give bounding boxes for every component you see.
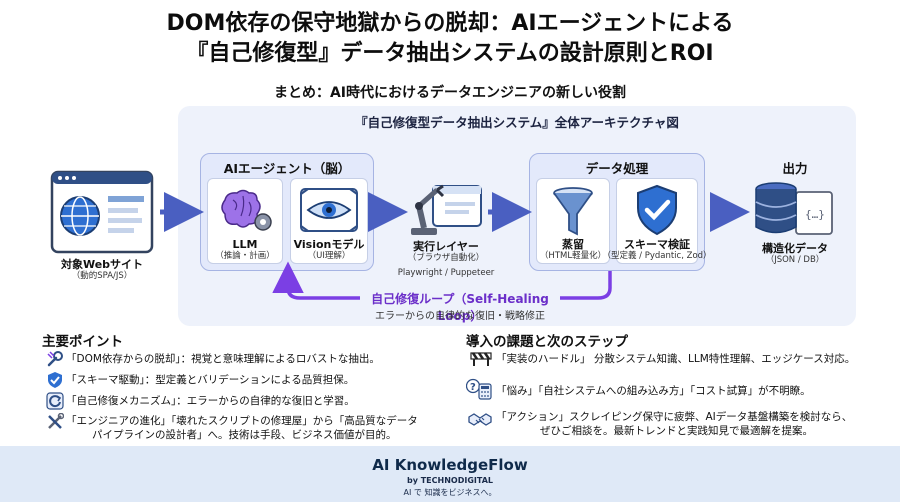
self-healing-loop-label: 自己修復ループ（Self-Healing Loop）: [360, 290, 560, 324]
distill-sub: （HTML軽量化）: [539, 251, 607, 261]
vision-sub: （UI理解）: [307, 251, 351, 261]
output-sub: （JSON / DB）: [765, 255, 825, 265]
output-label: 構造化データ: [762, 242, 828, 255]
summary-heading: まとめ：AI時代におけるデータエンジニアの新しい役割: [273, 85, 627, 101]
key-point-1: 「DOM依存からの脱却」：視覚と意味理解によるロバストな抽出。: [66, 353, 380, 365]
next-step-1: 「実装のハードル」 分散システム知識、LLM特性理解、エッジケース対応。: [496, 353, 856, 365]
architecture-title: 『自己修復型データ抽出システム』全体アーキテクチャ図: [355, 115, 679, 130]
tools-icon: [48, 413, 64, 429]
browser-globe-icon: [50, 170, 154, 254]
llm-sub: （推論・計画）: [215, 251, 275, 261]
refresh-icon: [46, 392, 64, 410]
next-step-2: 「悩み」「自社システムへの組み込み方」「コスト試算」が不明瞭。: [496, 385, 811, 397]
next-step-3-line1: 「アクション」スクレイピング保守に疲弊、AIデータ基盤構築を検討なら、: [496, 411, 853, 423]
output-group-label: 出力: [782, 161, 808, 176]
database-icon: {…}: [755, 182, 833, 235]
self-healing-loop-sub: エラーからの自律的な復旧・戦略修正: [375, 311, 545, 322]
key-points-title: 主要ポイント: [42, 334, 123, 350]
question-calculator-icon: ?: [466, 378, 492, 400]
shield-check-icon: [637, 184, 677, 236]
schema-label: スキーマ検証: [624, 238, 690, 251]
llm-label: LLM: [232, 238, 258, 251]
footer-brand: AI KnowledgeFlow: [372, 456, 528, 474]
footer-bar: AI KnowledgeFlow by TECHNODIGITAL AI で 知…: [0, 446, 900, 502]
executor-tools: Playwright / Puppeteer: [397, 268, 495, 278]
vision-eye-icon: [300, 188, 358, 232]
footer-tagline: AI で 知識をビジネスへ。: [403, 488, 497, 497]
svg-text:?: ?: [470, 382, 476, 393]
footer-by: by TECHNODIGITAL: [407, 476, 493, 485]
funnel-icon: [553, 187, 593, 236]
source-label: 対象Webサイト: [60, 258, 144, 271]
page-title-line2: 『自己修復型』データ抽出システムの設計原則とROI: [186, 41, 714, 66]
wrench-link-icon: [47, 351, 63, 367]
barrier-icon: [470, 352, 492, 366]
svg-text:{…}: {…}: [805, 208, 825, 221]
executor-sub: （ブラウザ自動化）: [407, 253, 485, 263]
key-point-2: 「スキーマ駆動」：型定義とバリデーションによる品質担保。: [66, 374, 355, 386]
vision-label: Visionモデル: [293, 238, 365, 251]
processing-group-label: データ処理: [585, 161, 649, 176]
key-point-3: 「自己修復メカニズム」：エラーからの自律的な復旧と学習。: [66, 395, 355, 407]
handshake-icon: [468, 413, 492, 426]
next-step-3-line2: ぜひご相談を。最新トレンドと実践知見で最適解を提案。: [540, 425, 813, 437]
agent-group-label: AIエージェント（脳）: [223, 161, 351, 176]
distill-label: 蒸留: [562, 238, 584, 251]
key-point-4-line2: パイプラインの設計者」へ。技術は手段、ビジネス価値が目的。: [92, 429, 397, 441]
next-steps-title: 導入の課題と次のステップ: [466, 334, 628, 350]
shield-check-small-icon: [48, 372, 62, 388]
page-title-line1: DOM依存の保守地獄からの脱却：AIエージェントによる: [166, 11, 734, 36]
robot-arm-icon: [411, 184, 482, 235]
brain-gear-icon: [221, 189, 272, 231]
schema-sub: （型定義 / Pydantic, Zod）: [602, 251, 712, 261]
key-point-4-line1: 「エンジニアの進化」「壊れたスクリプトの修理屋」から「高品質なデータ: [66, 415, 418, 427]
source-sub: （動的SPA/JS）: [71, 271, 133, 281]
executor-label: 実行レイヤー: [413, 240, 479, 253]
